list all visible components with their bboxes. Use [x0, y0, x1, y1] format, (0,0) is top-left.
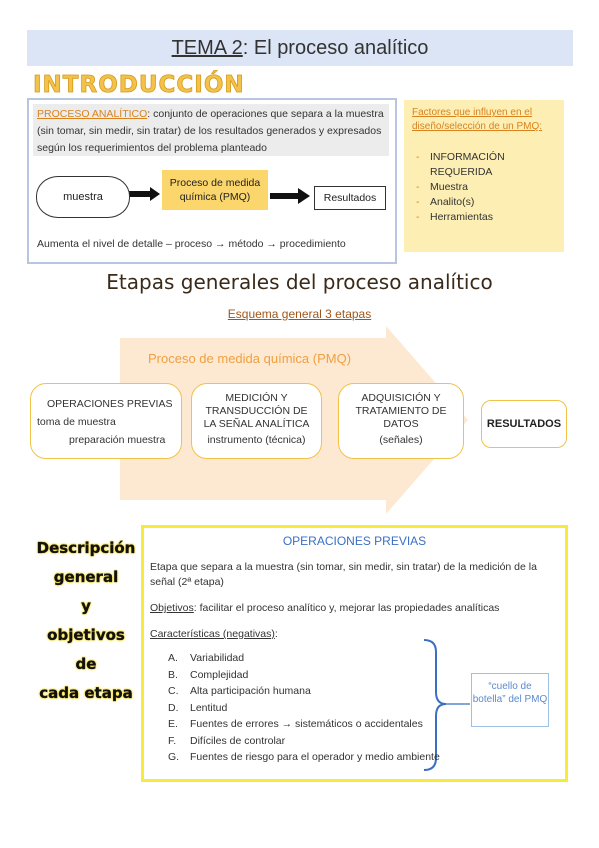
list-text: Fuentes de riesgo para el operador y med…: [190, 751, 440, 763]
list-text: Variabilidad: [190, 652, 245, 664]
factores-list: INFORMACIÓN REQUERIDA Muestra Analito(s)…: [412, 150, 548, 225]
stage-resultados: RESULTADOS: [481, 400, 567, 448]
list-text: Complejidad: [190, 668, 249, 681]
stage2-title: MEDICIÓN Y TRANSDUCCIÓN DE LA SEÑAL ANAL…: [203, 392, 310, 430]
list-item: F. Difíciles de controlar: [168, 733, 440, 750]
cuello-botella-box: “cuello de botella” del PMQ: [471, 673, 549, 727]
title-prefix: TEMA 2: [171, 37, 243, 59]
list-item: G. Fuentes de riesgo para el operador y m…: [168, 749, 440, 766]
list-letter: B.: [168, 668, 178, 681]
stage-operaciones-previas: OPERACIONES PREVIAS toma de muestra prep…: [30, 383, 182, 459]
op-heading: OPERACIONES PREVIAS: [282, 534, 427, 548]
list-item: C. Alta participación humana: [168, 683, 440, 700]
descripcion-line: de: [75, 655, 97, 673]
list-text: Difíciles de controlar: [190, 734, 286, 747]
descripcion-heading: Descripción general y objetivos de cada …: [30, 534, 142, 708]
detalle-text: Aumenta el nivel de detalle – proceso → …: [37, 238, 346, 250]
pmq-box: Proceso de medida química (PMQ): [162, 170, 268, 210]
list-item: E. Fuentes de errores → sistemáticos o ac…: [168, 716, 440, 733]
list-item: Herramientas: [412, 210, 548, 225]
list-letter: A.: [168, 652, 178, 664]
esquema-subheading: Esquema general 3 etapas: [227, 307, 372, 321]
resultados-box: Resultados: [314, 186, 386, 210]
pmq-line2: química (PMQ): [179, 191, 251, 203]
list-letter: C.: [168, 685, 179, 697]
factores-note: Factores que influyen en el diseño/selec…: [404, 100, 564, 252]
list-text: Alta participación humana: [190, 685, 311, 697]
etapas-heading: Etapas generales del proceso analítico: [106, 270, 493, 294]
stage-adquisicion: ADQUISICIÓN Y TRATAMIENTO DE DATOS (seña…: [338, 383, 464, 459]
stage-medicion: MEDICIÓN Y TRANSDUCCIÓN DE LA SEÑAL ANAL…: [191, 383, 322, 459]
list-item: B. Complejidad: [168, 667, 440, 684]
descripcion-line: Descripción: [36, 539, 136, 557]
pmq-label: Proceso de medida química (PMQ): [148, 351, 352, 366]
caracteristicas-list: A. Variabilidad B. Complejidad C. Alta part…: [168, 650, 440, 766]
car-label: Características (negativas): [150, 628, 275, 640]
factores-heading: Factores que influyen en el diseño/selec…: [412, 107, 543, 132]
definition: PROCESO ANALÍTICO: conjunto de operacion…: [33, 104, 389, 156]
list-item: A. Variabilidad: [168, 650, 440, 667]
stage3-line1: (señales): [379, 434, 423, 446]
list-letter: D.: [168, 701, 179, 714]
list-item: INFORMACIÓN REQUERIDA: [412, 150, 548, 180]
operaciones-box: [141, 525, 568, 782]
stage1-line2: preparación muestra: [69, 434, 166, 446]
obj-label: Objetivos: [150, 602, 194, 614]
list-text: Fuentes de errores → sistemáticos o acci…: [190, 718, 423, 730]
pmq-line1: Proceso de medida: [169, 177, 261, 189]
descripcion-line: y: [81, 597, 91, 615]
descripcion-line: cada etapa: [39, 684, 133, 702]
list-item: Analito(s): [412, 195, 548, 210]
list-item: D. Lentitud: [168, 700, 440, 717]
title-bar: TEMA 2: El proceso analítico: [27, 30, 573, 66]
stage1-line1: toma de muestra: [37, 416, 116, 428]
descripcion-line: general: [53, 568, 119, 586]
definition-term: PROCESO ANALÍTICO: [37, 108, 148, 120]
list-letter: G.: [168, 751, 180, 763]
car-colon: :: [274, 628, 278, 640]
list-text: Lentitud: [190, 701, 228, 714]
muestra-cloud: muestra: [36, 176, 130, 218]
list-letter: F.: [168, 734, 177, 747]
descripcion-line: objetivos: [47, 626, 125, 644]
definition-text: : conjunto de operaciones que separa a l…: [37, 108, 384, 154]
stage3-title: ADQUISICIÓN Y TRATAMIENTO DE DATOS: [355, 392, 447, 430]
intro-heading: INTRODUCCIÓN: [33, 72, 245, 99]
objetivos: Objetivos: facilitar el proceso analític…: [150, 602, 499, 614]
stage2-line1: instrumento (técnica): [207, 434, 306, 446]
list-item: Muestra: [412, 180, 548, 195]
list-letter: E.: [168, 718, 178, 730]
title-rest: : El proceso analítico: [242, 37, 429, 59]
obj-text: : facilitar el proceso analítico y, mejo…: [193, 602, 500, 614]
caracteristicas: Características (negativas):: [150, 628, 278, 640]
op-paragraph: Etapa que separa a la muestra (sin tomar…: [150, 561, 537, 588]
stage1-title: OPERACIONES PREVIAS: [47, 398, 173, 410]
